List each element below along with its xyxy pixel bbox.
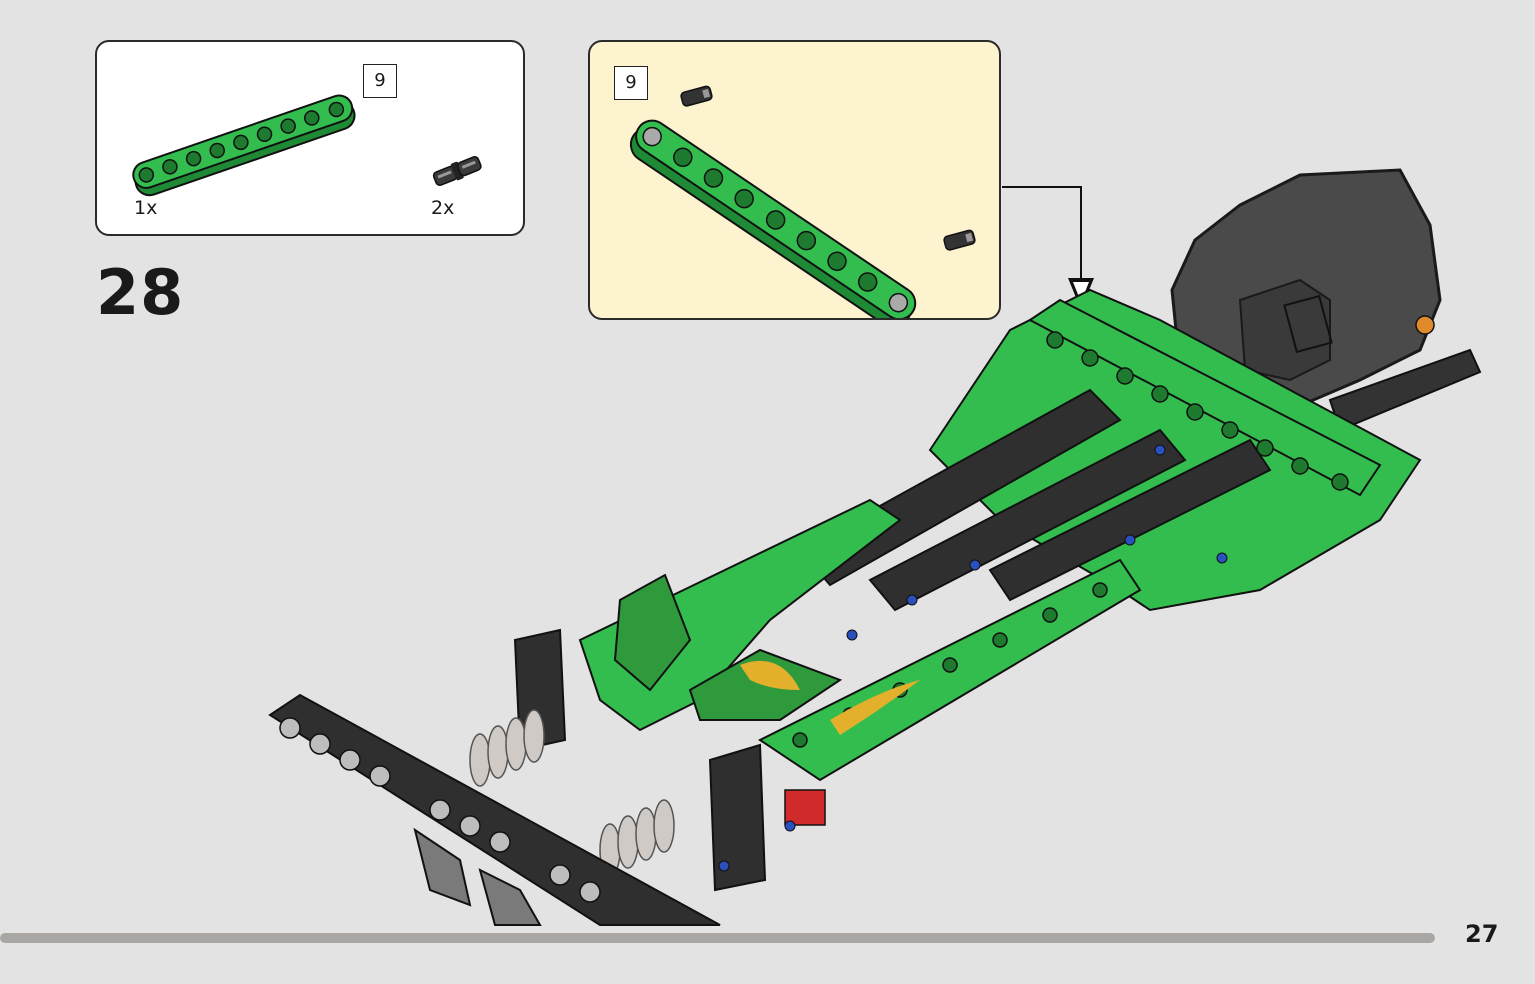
green-beam-icon xyxy=(132,94,356,197)
friction-pin-icon xyxy=(432,155,482,187)
placement-arrow xyxy=(1002,186,1094,310)
pin-quantity: 2x xyxy=(431,197,455,219)
step-number: 28 xyxy=(96,256,185,329)
subassembly-length-tag: 9 xyxy=(614,66,648,100)
motor-block xyxy=(1170,168,1442,412)
beam-with-pins-icon xyxy=(629,85,976,318)
beam-length-tag: 9 xyxy=(363,64,397,98)
parts-list-callout: 9 1x 2x xyxy=(95,40,525,236)
page-footer-rule xyxy=(0,933,1435,943)
page-number: 27 xyxy=(1465,920,1499,948)
subassembly-callout: 9 xyxy=(588,40,1001,320)
beam-quantity: 1x xyxy=(134,197,158,219)
